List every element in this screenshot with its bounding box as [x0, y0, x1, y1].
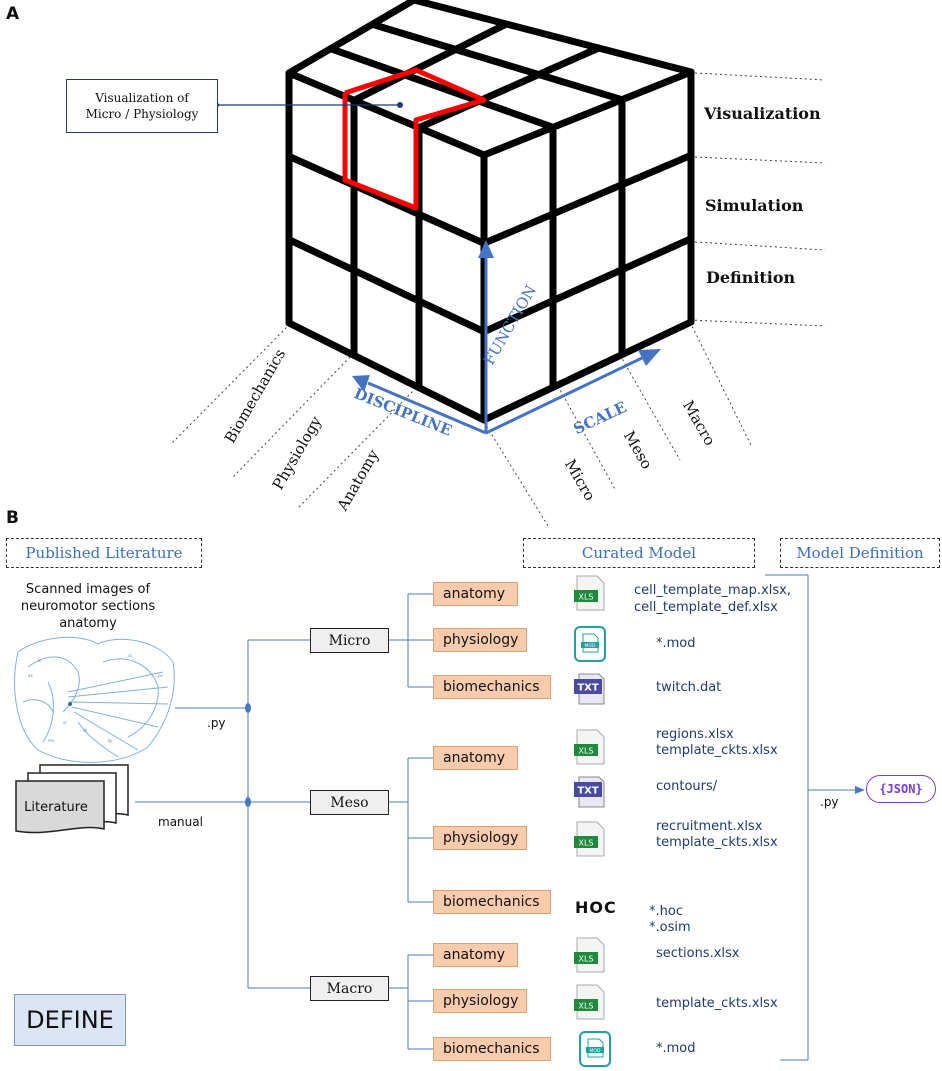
file-cell-template-map: cell_template_map.xlsx, — [634, 583, 791, 598]
literature-label: Literature — [24, 800, 88, 815]
rubik-cube-diagram — [171, 0, 826, 527]
txt-file-icon: TXT — [574, 673, 605, 705]
file-regions: regions.xlsx — [656, 727, 734, 742]
svg-text:pv: pv — [158, 673, 164, 678]
scanned-anatomy-image: ax lc cs pv vl dt ms lg — [14, 636, 175, 763]
file-mod-micro: *.mod — [656, 636, 696, 651]
file-mod-macro: *.mod — [656, 1041, 696, 1056]
svg-text:MOD: MOD — [585, 643, 596, 649]
svg-text:TXT: TXT — [577, 786, 599, 797]
py-label: .py — [207, 716, 226, 730]
mod-file-icon: MOD — [579, 1031, 611, 1067]
meso-anatomy-box: anatomy — [433, 746, 518, 770]
xls-file-icon: XLS — [574, 575, 605, 611]
callout-line-2: Micro / Physiology — [85, 107, 199, 121]
level-definition: Definition — [706, 268, 796, 287]
scanned-caption-line-3: anatomy — [59, 616, 117, 631]
scale-box-macro: Macro — [310, 976, 389, 1001]
py-right-label: .py — [820, 795, 839, 809]
svg-text:lc: lc — [38, 658, 41, 663]
file-osim: *.osim — [649, 920, 691, 935]
file-template-ckts-meso-phys: template_ckts.xlsx — [656, 835, 778, 850]
scanned-caption-line-2: neuromotor sections — [20, 599, 156, 614]
level-visualization: Visualization — [704, 104, 821, 123]
scanned-caption: Scanned images of neuromotor sections an… — [8, 581, 168, 632]
svg-text:XLS: XLS — [578, 747, 593, 756]
svg-text:XLS: XLS — [578, 1002, 593, 1011]
meso-physiology-box: physiology — [433, 826, 527, 850]
file-twitch: twitch.dat — [656, 680, 722, 695]
file-cell-template-def: cell_template_def.xlsx — [634, 600, 778, 615]
macro-anatomy-box: anatomy — [433, 943, 518, 967]
txt-file-icon: TXT — [574, 776, 605, 808]
guide-lines — [171, 72, 826, 527]
level-simulation: Simulation — [705, 196, 804, 215]
svg-text:dt: dt — [83, 728, 88, 733]
file-hoc: *.hoc — [649, 904, 683, 919]
file-contours: contours/ — [656, 779, 718, 794]
xls-file-icon: XLS — [574, 984, 605, 1020]
define-badge: DEFINE — [14, 994, 126, 1046]
macro-physiology-box: physiology — [433, 989, 527, 1013]
micro-anatomy-box: anatomy — [433, 582, 518, 606]
visualization-callout: Visualization of Micro / Physiology — [66, 79, 218, 133]
svg-text:TXT: TXT — [577, 683, 599, 694]
micro-physiology-box: physiology — [433, 628, 527, 652]
svg-text:MOD: MOD — [590, 1048, 601, 1054]
mod-file-icon: MOD — [574, 626, 606, 662]
literature-stack-icon — [15, 764, 129, 834]
panel-b-letter: B — [6, 508, 19, 528]
svg-text:cs: cs — [128, 653, 132, 658]
file-template-ckts-meso: template_ckts.xlsx — [656, 743, 778, 758]
scanned-caption-line-1: Scanned images of — [25, 582, 151, 597]
xls-file-icon: XLS — [574, 821, 605, 857]
file-recruitment: recruitment.xlsx — [656, 819, 763, 834]
header-published-literature: Published Literature — [6, 538, 202, 568]
axis-arrows — [352, 240, 661, 435]
header-model-definition: Model Definition — [780, 538, 940, 568]
hoc-label: HOC — [575, 898, 617, 917]
highlight-cell — [342, 67, 487, 211]
svg-text:ms: ms — [48, 738, 54, 743]
svg-text:ax: ax — [28, 673, 33, 678]
panel-a-letter: A — [6, 4, 20, 24]
manual-label: manual — [158, 815, 203, 829]
svg-text:XLS: XLS — [578, 839, 593, 848]
file-sections: sections.xlsx — [656, 946, 740, 961]
svg-text:vl: vl — [63, 720, 66, 725]
svg-text:XLS: XLS — [578, 593, 593, 602]
tree-connectors — [135, 574, 865, 1061]
svg-text:lg: lg — [108, 738, 112, 743]
callout-line-1: Visualization of — [95, 91, 189, 105]
micro-biomechanics-box: biomechanics — [433, 675, 551, 699]
svg-text:XLS: XLS — [578, 955, 593, 964]
json-output-badge: {JSON} — [866, 775, 936, 803]
scale-box-micro: Micro — [310, 628, 389, 653]
meso-biomechanics-box: biomechanics — [433, 890, 551, 914]
header-curated-model: Curated Model — [523, 538, 755, 568]
xls-file-icon: XLS — [574, 937, 605, 973]
file-template-ckts-macro: template_ckts.xlsx — [656, 996, 778, 1011]
scale-box-meso: Meso — [310, 790, 389, 815]
xls-file-icon: XLS — [574, 729, 605, 765]
macro-biomechanics-box: biomechanics — [433, 1037, 551, 1061]
